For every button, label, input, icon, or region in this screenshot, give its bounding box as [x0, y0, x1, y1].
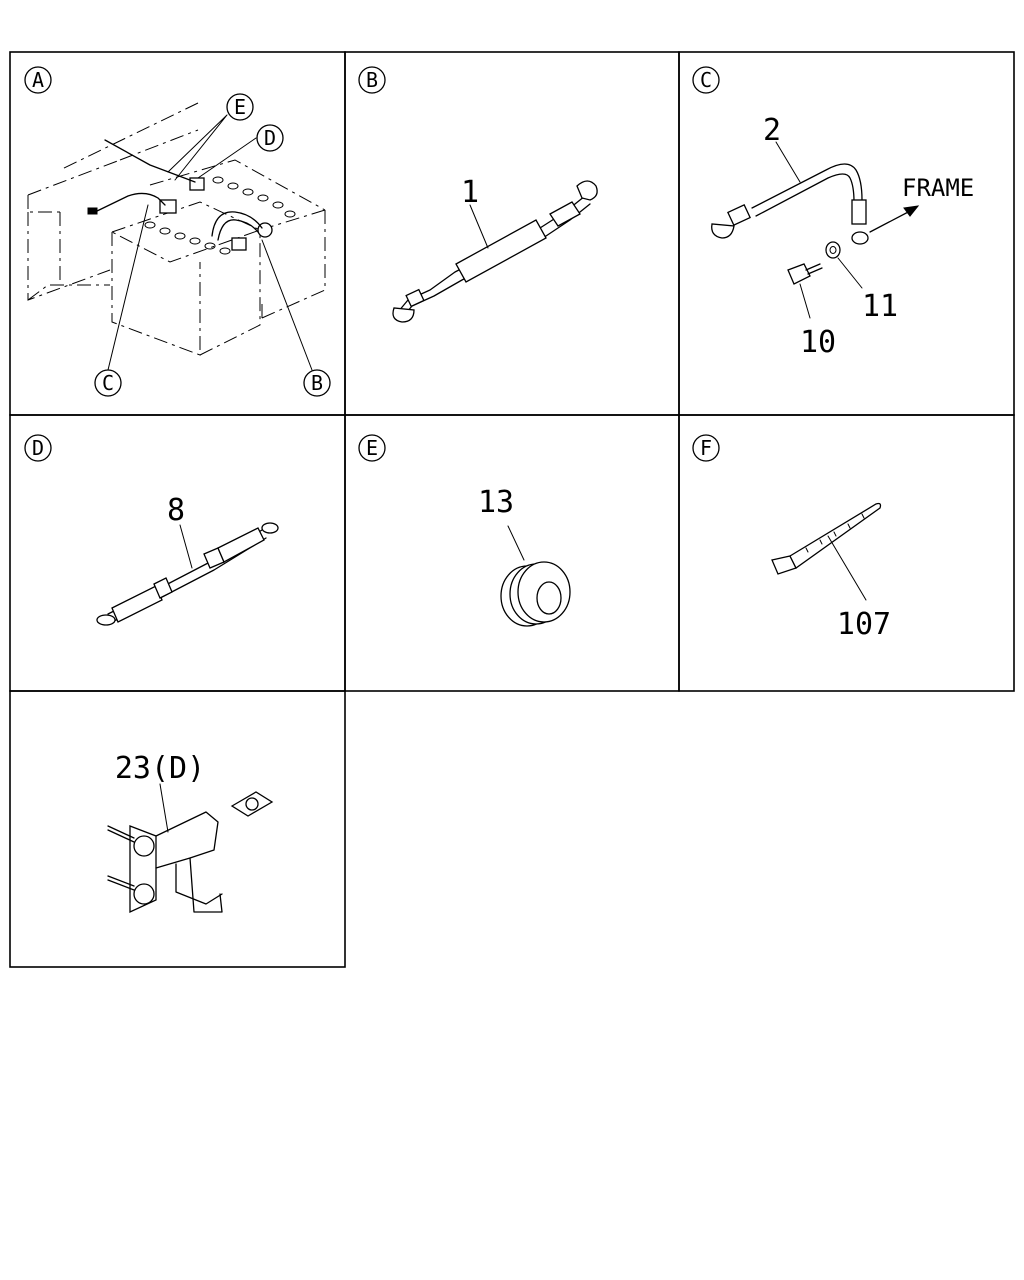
- grommet-part-13: [500, 561, 571, 627]
- frame-direction-arrow: [869, 209, 913, 233]
- part-label-107: 107: [837, 607, 891, 642]
- part-label-8: 8: [167, 493, 185, 528]
- panel-b-letter: B: [366, 68, 378, 92]
- panel-g-frame: [9, 690, 346, 968]
- leader-10: [799, 283, 811, 319]
- battery-left: [110, 201, 262, 356]
- cable-part-8: [96, 522, 279, 626]
- part-label-11: 11: [862, 289, 898, 324]
- leader-23d: [159, 783, 169, 833]
- panel-e-letter-circle: [358, 434, 386, 462]
- panel-d-letter-circle: [24, 434, 52, 462]
- frame-direction-label: FRAME: [902, 174, 974, 202]
- panel-b-letter-circle: [358, 66, 386, 94]
- battery-cable-part-1: [392, 180, 598, 323]
- panel-a-letter-circle: [24, 66, 52, 94]
- part-label-10: 10: [800, 325, 836, 360]
- leader-c: [107, 204, 149, 371]
- panel-d-letter: D: [32, 436, 44, 460]
- part-label-23d: 23(D): [115, 751, 205, 786]
- battery-terminals: [159, 177, 273, 251]
- label-b: B: [311, 371, 323, 395]
- leader-e: [167, 114, 228, 181]
- panel-f: F 107: [692, 434, 891, 642]
- panel-c: C FRAME 2 11 10: [692, 66, 974, 360]
- panel-g: 23(D): [107, 751, 274, 914]
- panel-e-frame: [344, 414, 680, 692]
- panel-d: D 8: [24, 434, 279, 626]
- leader-8: [179, 524, 193, 569]
- cable-tie-part-107: [771, 502, 882, 575]
- panel-c-letter: C: [700, 68, 712, 92]
- leader-107: [827, 535, 867, 601]
- battery-right: [149, 159, 326, 318]
- leader-2: [775, 141, 801, 183]
- label-b-circle: [303, 369, 331, 397]
- ground-cable-overview: [94, 192, 166, 213]
- jumper-cable-overview: [211, 211, 263, 237]
- panel-c-letter-circle: [692, 66, 720, 94]
- bolt-part-10: [787, 263, 823, 285]
- panel-d-frame: [9, 414, 346, 692]
- label-e: E: [234, 95, 246, 119]
- leader-1: [469, 204, 489, 249]
- panel-e-letter: E: [366, 436, 378, 460]
- battery-tray-outline: [27, 102, 326, 319]
- panel-f-letter-circle: [692, 434, 720, 462]
- label-c-circle: [94, 369, 122, 397]
- label-c: C: [102, 371, 114, 395]
- panel-grid: [9, 51, 1015, 968]
- leader-d: [197, 137, 257, 179]
- part-label-13: 13: [478, 485, 514, 520]
- panel-f-letter: F: [700, 436, 712, 460]
- leader-13: [507, 525, 525, 561]
- panel-b: B 1: [358, 66, 598, 323]
- panel-f-frame: [678, 414, 1015, 692]
- leader-b: [261, 239, 313, 371]
- part-label-1: 1: [461, 175, 479, 210]
- panel-a-letter: A: [32, 68, 44, 92]
- leader-11: [837, 257, 863, 289]
- ground-cable-part-2: [711, 163, 869, 245]
- label-e-circle: [226, 93, 254, 121]
- starter-cable-overview: [104, 139, 196, 183]
- panel-e: E 13: [358, 434, 571, 627]
- bracket-part-23d: [107, 791, 274, 914]
- washer-part-11: [825, 241, 841, 259]
- part-label-2: 2: [763, 113, 781, 148]
- panel-a: A: [24, 66, 331, 397]
- label-d: D: [264, 126, 276, 150]
- battery-caps: [144, 176, 296, 255]
- label-d-circle: [256, 124, 284, 152]
